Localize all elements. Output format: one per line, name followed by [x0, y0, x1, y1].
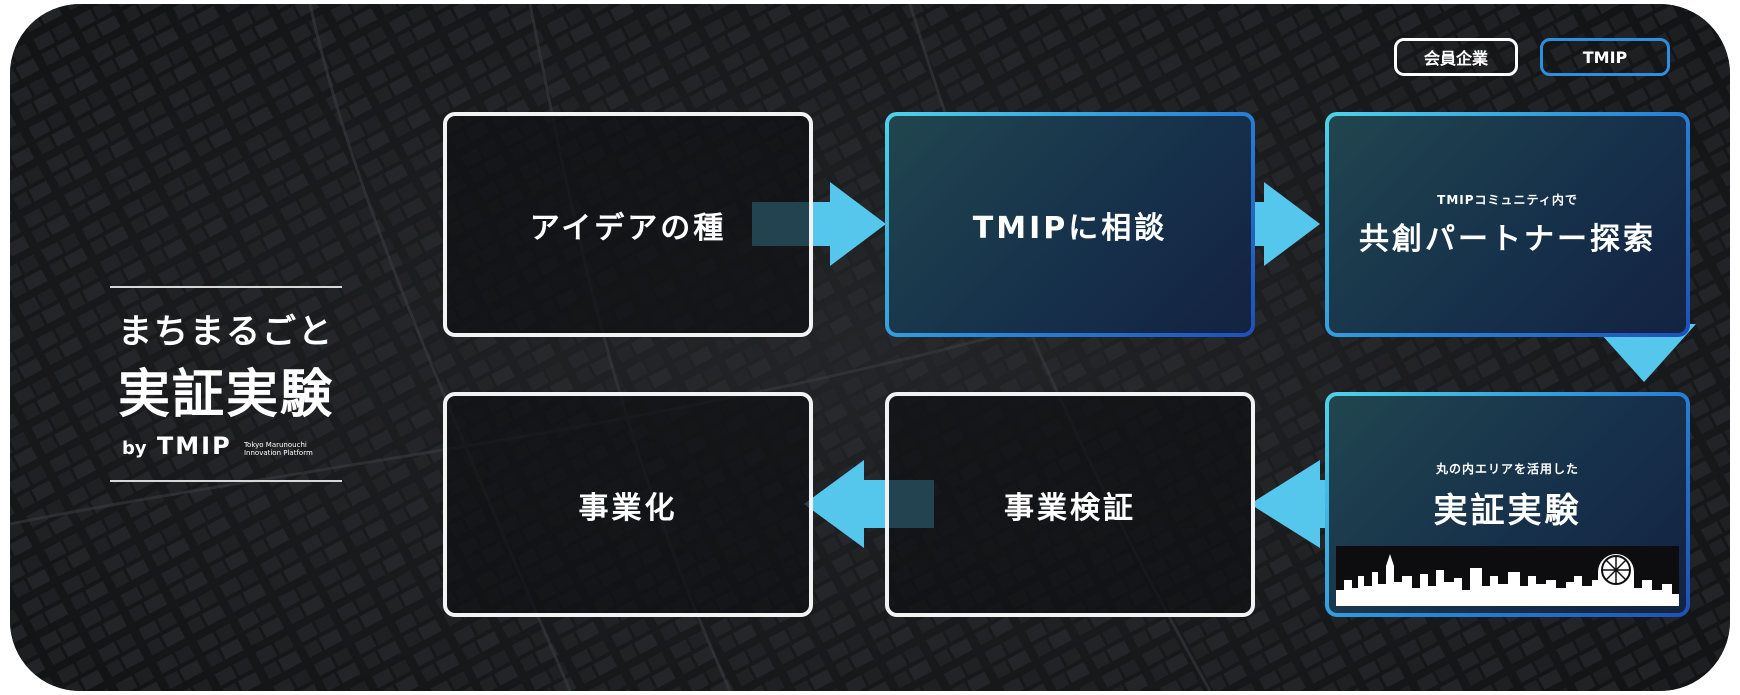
flow-banner: まちまるごと 実証実験 by TMIP Tokyo Marunouchi Inn…: [10, 4, 1730, 691]
title-subtitle: まちまるごと: [118, 312, 334, 352]
step-box-consult-tmip: TMIPに相談: [885, 112, 1255, 337]
step-box-partner-search: TMIPコミュニティ内で 共創パートナー探索: [1325, 112, 1690, 337]
tmip-logo-subtext: Tokyo Marunouchi Innovation Platform: [244, 441, 313, 457]
by-text: by: [122, 438, 147, 459]
title-main: 実証実験: [117, 365, 334, 425]
step-box-idea-seed: アイデアの種: [443, 112, 813, 337]
step-label: アイデアの種: [529, 210, 727, 246]
title-top-rule: [110, 286, 342, 288]
step-note: 丸の内エリアを活用した: [1435, 462, 1579, 476]
legend-member-companies: 会員企業: [1394, 38, 1518, 76]
tmip-logo-sub-line2: Innovation Platform: [243, 449, 313, 457]
step-label: 事業化: [578, 490, 678, 526]
step-note: TMIPコミュニティ内で: [1437, 193, 1578, 207]
city-skyline-illustration: [1336, 546, 1679, 606]
step-label: 実証実験: [1433, 491, 1582, 531]
title-bottom-rule: [110, 480, 342, 482]
step-label: TMIPに相談: [972, 210, 1168, 246]
step-box-commercialization: 事業化: [443, 392, 813, 617]
title-by-line: by TMIP Tokyo Marunouchi Innovation Plat…: [122, 432, 313, 460]
legend-tmip: TMIP: [1540, 38, 1670, 76]
tmip-logo-sub-line1: Tokyo Marunouchi: [243, 441, 307, 449]
step-label: 共創パートナー探索: [1359, 222, 1656, 257]
step-label: 事業検証: [1004, 490, 1136, 526]
tmip-logo: TMIP: [156, 432, 232, 460]
step-box-business-validation: 事業検証: [885, 392, 1255, 617]
